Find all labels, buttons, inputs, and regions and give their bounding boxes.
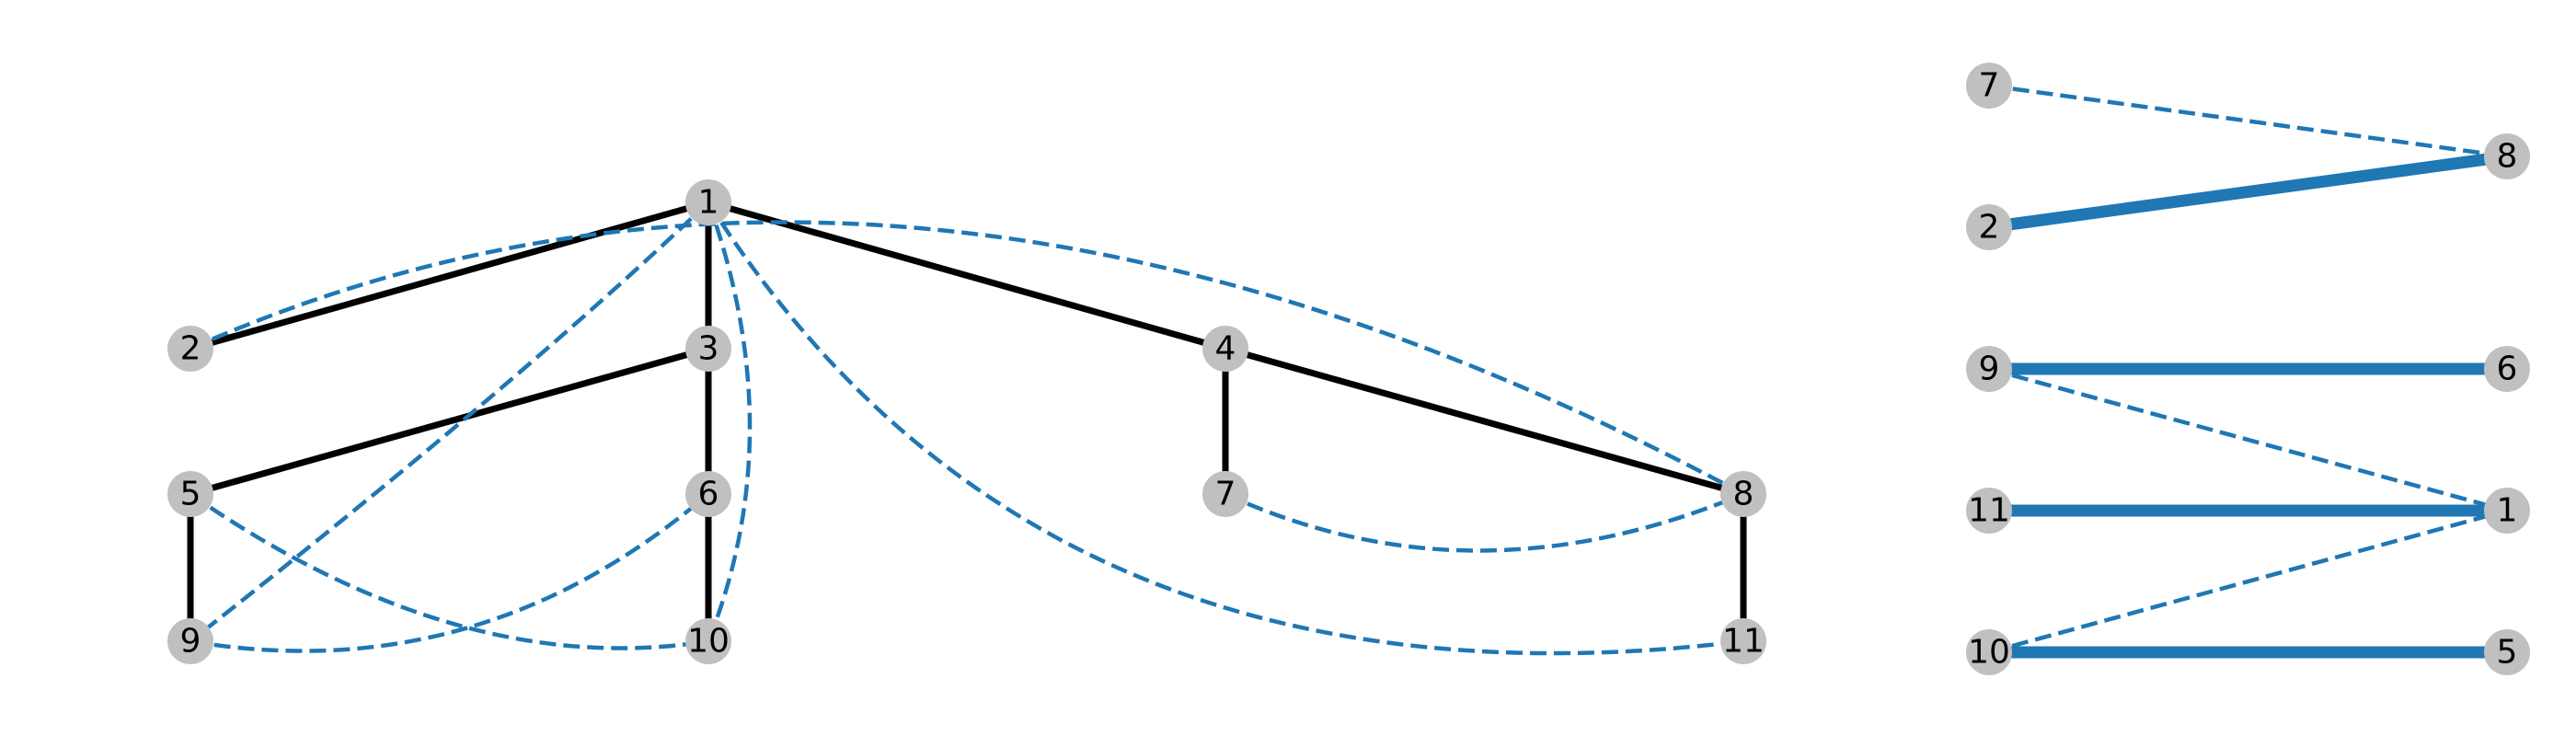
bipartite-node-10: 10: [1966, 629, 2012, 675]
node-circle: [685, 179, 731, 225]
node-label: 11: [1968, 492, 2010, 530]
tree-node-5: 5: [167, 471, 213, 517]
node-circle: [1202, 471, 1248, 517]
node-circle: [167, 471, 213, 517]
node-circle: [1720, 618, 1766, 664]
tree-node-9: 9: [167, 618, 213, 664]
node-label: 6: [698, 476, 719, 513]
dashed-edge-1-9: [189, 201, 710, 643]
node-circle: [685, 326, 731, 372]
edges-layer: [187, 83, 2508, 659]
node-circle: [167, 618, 213, 664]
dashed-edge-1-11: [707, 201, 1744, 656]
node-circle: [2484, 629, 2530, 675]
bipartite-dashed-edge-10-1: [1988, 508, 2508, 655]
node-circle: [2484, 133, 2530, 179]
matching-edge-2-8: [1988, 150, 2508, 234]
node-circle: [167, 326, 213, 372]
bipartite-node-5: 5: [2484, 629, 2530, 675]
tree-node-11: 11: [1720, 618, 1766, 664]
tree-edge-1-2: [190, 199, 709, 352]
node-label: 2: [1979, 209, 2000, 247]
node-circle: [1720, 471, 1766, 517]
bipartite-dashed-edge-9-1: [1988, 366, 2508, 513]
tree-edge-1-4: [707, 199, 1226, 352]
bipartite-node-7: 7: [1966, 63, 2012, 109]
node-label: 6: [2497, 351, 2518, 388]
node-label: 10: [687, 623, 730, 661]
node-label: 9: [180, 623, 201, 661]
node-label: 11: [1722, 623, 1765, 661]
bipartite-node-1: 1: [2484, 488, 2530, 534]
tree-node-8: 8: [1720, 471, 1766, 517]
node-label: 5: [2497, 634, 2518, 672]
node-circle: [2484, 346, 2530, 392]
dashed-edge-9-6: [190, 492, 710, 653]
tree-node-10: 10: [685, 618, 731, 664]
tree-node-6: 6: [685, 471, 731, 517]
dashed-edge-7-8: [1225, 491, 1744, 553]
tree-node-2: 2: [167, 326, 213, 372]
node-label: 7: [1215, 476, 1236, 513]
bipartite-node-11: 11: [1966, 488, 2012, 534]
node-label: 2: [180, 330, 201, 368]
node-label: 9: [1979, 351, 2000, 388]
node-circle: [1202, 326, 1248, 372]
node-label: 7: [1979, 67, 2000, 105]
node-circle: [1966, 63, 2012, 109]
bipartite-node-9: 9: [1966, 346, 2012, 392]
nodes-layer: 1 2 3 4 5 6 7 8 9 10 11 7 2 9 11 10 8 6 1 5: [167, 63, 2530, 675]
node-circle: [2484, 488, 2530, 534]
node-circle: [1966, 488, 2012, 534]
node-label: 10: [1968, 634, 2010, 672]
bipartite-node-6: 6: [2484, 346, 2530, 392]
tree-node-3: 3: [685, 326, 731, 372]
tree-edge-4-8: [1225, 345, 1744, 498]
node-label: 4: [1215, 330, 1236, 368]
node-circle: [685, 471, 731, 517]
node-circle: [1966, 204, 2012, 250]
tree-node-7: 7: [1202, 471, 1248, 517]
node-circle: [1966, 346, 2012, 392]
tree-edge-3-5: [190, 345, 709, 498]
node-circle: [685, 618, 731, 664]
dashed-edge-1-10: [706, 201, 753, 642]
node-label: 8: [1733, 476, 1754, 513]
bipartite-node-8: 8: [2484, 133, 2530, 179]
bipartite-dashed-edge-7-8: [1988, 83, 2508, 159]
dashed-edge-5-10: [189, 492, 709, 650]
node-label: 1: [698, 184, 719, 222]
node-label: 5: [180, 476, 201, 513]
bipartite-node-2: 2: [1966, 204, 2012, 250]
tree-node-4: 4: [1202, 326, 1248, 372]
node-label: 3: [698, 330, 719, 368]
dashed-edge-2-8: [190, 220, 1745, 496]
node-label: 8: [2497, 138, 2518, 176]
tree-node-1: 1: [685, 179, 731, 225]
node-label: 1: [2497, 492, 2518, 530]
node-circle: [1966, 629, 2012, 675]
